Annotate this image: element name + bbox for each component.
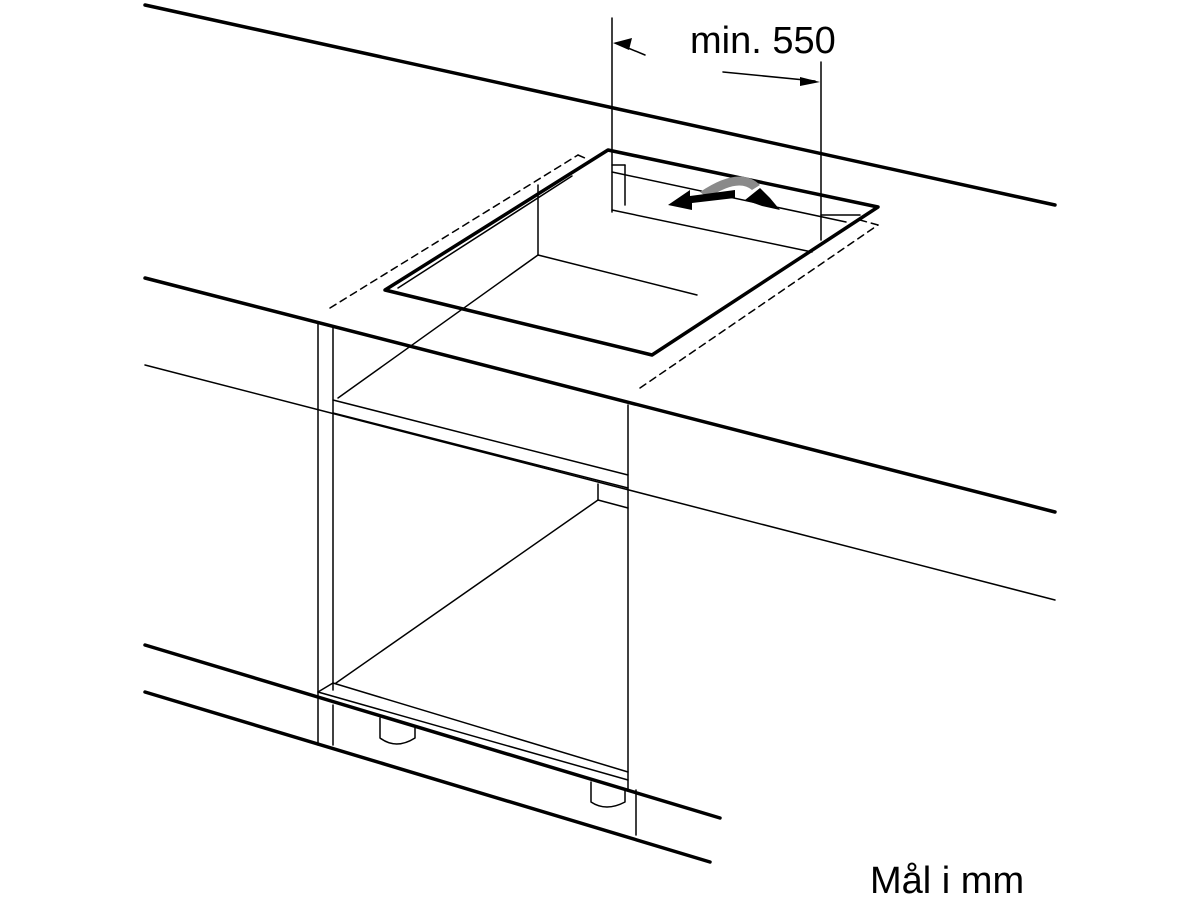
counter-back-edge: [143, 3, 1057, 207]
dimension-arrow-left-icon: [613, 38, 632, 50]
units-label: Mål i mm: [870, 860, 1025, 900]
counter-underside: [144, 364, 1056, 601]
plinth-top: [143, 643, 722, 820]
dimension-label: min. 550: [690, 20, 836, 62]
plinth-bottom: [143, 690, 712, 864]
insert-arrow-icon: [668, 176, 780, 210]
cabinet-legs: [379, 717, 626, 808]
counter-front-edge: [143, 276, 1057, 514]
cutout-inner: [337, 164, 861, 399]
cabinet: [317, 321, 637, 836]
dimension-arrow-right-icon: [800, 77, 820, 86]
dimension-lines: [611, 17, 822, 241]
cutout-outline: [383, 148, 880, 357]
dashed-outline: [329, 154, 879, 389]
